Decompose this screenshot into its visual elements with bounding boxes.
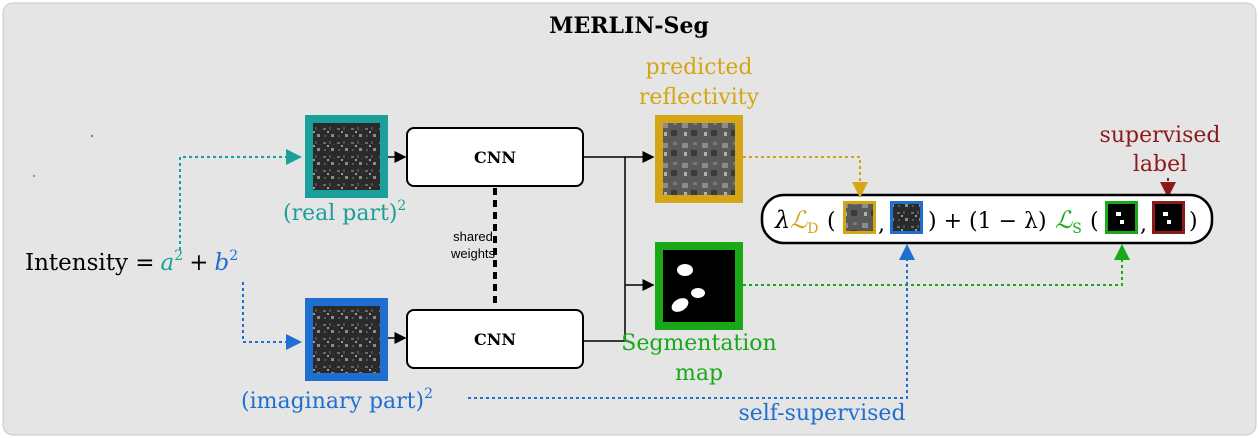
shared-weights-label-2: weights [450, 246, 496, 261]
intensity-a-exp: 2 [174, 248, 183, 264]
segmentation-map-label-1: Segmentation [621, 331, 776, 356]
arrow-reflectivity-to-loss [743, 156, 868, 198]
real-part-label: (real part)2 [283, 198, 406, 226]
real-part-image [305, 115, 388, 198]
loss-lambda: λ [774, 206, 790, 234]
cnn-bottom-label: CNN [474, 330, 516, 349]
shared-weights-label-1: shared [453, 229, 493, 244]
loss-thumb-intensity [890, 201, 923, 234]
loss-thumb-segmentation [1105, 201, 1138, 234]
loss-ld: ℒD [790, 206, 819, 237]
stray-dot [32, 174, 36, 178]
imaginary-part-label: (imaginary part)2 [241, 386, 433, 414]
arrow-segmentation-to-loss [743, 244, 1130, 286]
intensity-a: a [161, 250, 175, 276]
supervised-label-1: supervised [1100, 123, 1221, 148]
intensity-equation: Intensity =a2+b2 [25, 248, 238, 276]
svg-text:Intensity =a2+b2: Intensity =a2+b2 [25, 248, 238, 276]
intensity-b-exp: 2 [229, 248, 238, 264]
loss-middle: ) + (1 − λ) [928, 209, 1047, 234]
loss-ls: ℒS [1055, 206, 1082, 237]
loss-thumb-label [1152, 201, 1185, 234]
stray-dot [90, 134, 94, 138]
predicted-reflectivity-image [655, 115, 743, 203]
loss-comma-2: , [1140, 212, 1147, 237]
intensity-b: b [214, 250, 229, 276]
imaginary-part-image [305, 298, 388, 381]
segmentation-map-image [655, 242, 743, 330]
arrow-real [179, 149, 302, 250]
loss-open-2: ( [1090, 209, 1099, 234]
predicted-reflectivity-label-2: reflectivity [639, 85, 760, 110]
loss-close: ) [1189, 209, 1198, 234]
intensity-plus: + [189, 250, 208, 276]
cnn-bottom-block: CNN [406, 309, 584, 369]
segmentation-map-label-2: map [675, 361, 723, 386]
cnn-top-block: CNN [406, 127, 584, 187]
loss-thumb-reflectivity [843, 201, 876, 234]
supervised-label-2: label [1133, 152, 1187, 177]
predicted-reflectivity-label-1: predicted [645, 55, 752, 80]
loss-comma-1: , [878, 212, 885, 237]
cnn-top-label: CNN [474, 148, 516, 167]
diagram-title: MERLIN-Seg [549, 13, 709, 39]
arrow-imag [242, 282, 302, 350]
cnn-merge-lines [583, 156, 626, 342]
self-supervised-label: self-supervised [738, 401, 905, 426]
arrow-self-supervised [468, 244, 915, 399]
loss-open-1: ( [827, 209, 836, 234]
intensity-prefix: Intensity = [25, 250, 155, 276]
